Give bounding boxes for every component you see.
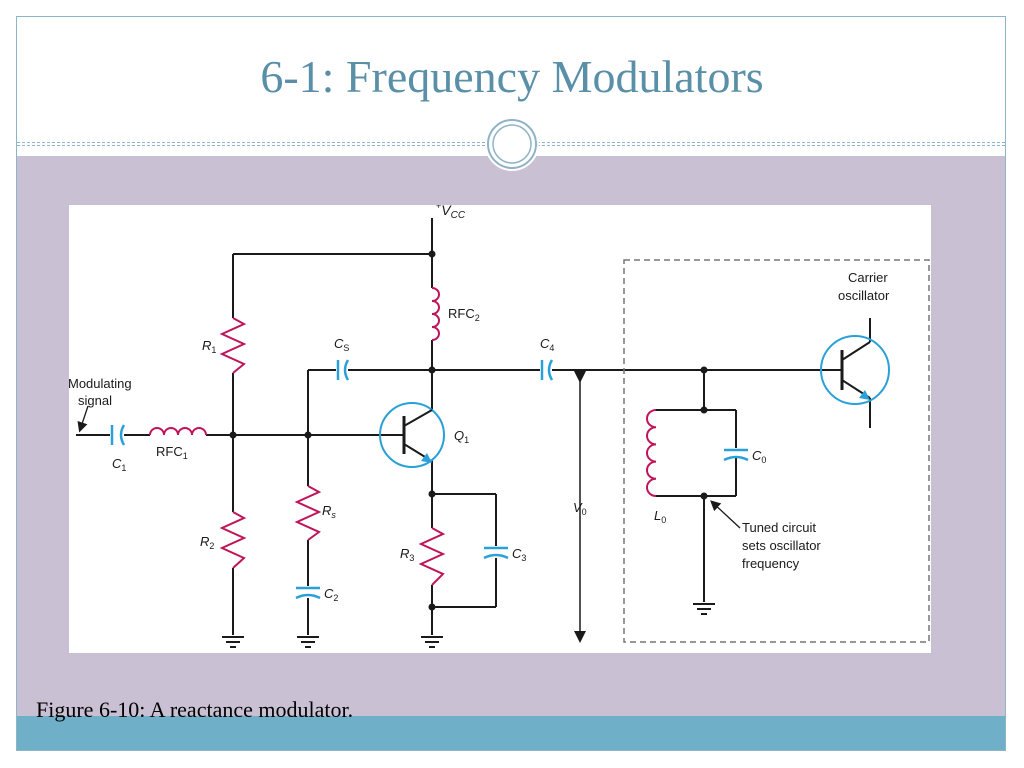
rfc2-inductor (431, 287, 440, 341)
tuned-circuit-label-3: frequency (742, 556, 800, 571)
grounds (222, 603, 715, 648)
v0-label: V0 (573, 500, 587, 517)
ground-r3 (421, 636, 443, 648)
carrier-oscillator-label: Carrier (848, 270, 888, 285)
rfc2-label: RFC2 (448, 306, 480, 323)
wires (76, 218, 871, 635)
r2-resistor (219, 511, 247, 569)
l0-label: L0 (654, 508, 666, 525)
ground-tank (693, 603, 715, 615)
modulating-signal-label: Modulating (69, 376, 132, 391)
ground-c2 (297, 636, 319, 648)
cs-label: CS (334, 336, 349, 353)
q1-label: Q1 (454, 428, 469, 445)
reactance-modulator-schematic: +VCC Modulating signal C1 RFC1 R1 R2 CS … (68, 201, 930, 648)
rs-label: Rs (322, 503, 336, 520)
figure-caption: Figure 6-10: A reactance modulator. (36, 697, 354, 722)
oscillator-dashed-box (623, 259, 930, 643)
rs-resistor (294, 485, 322, 541)
c4-label: C4 (540, 336, 554, 353)
junction-dots (229, 250, 708, 611)
tuned-circuit-label: Tuned circuit (742, 520, 816, 535)
carrier-oscillator-transistor (820, 335, 890, 405)
input-pointer-arrow (77, 405, 89, 433)
r3-label: R3 (400, 546, 414, 563)
rfc1-label: RFC1 (156, 444, 188, 461)
l0-inductor (646, 409, 657, 497)
q1-transistor (379, 402, 445, 468)
c0-label: C0 (752, 448, 766, 465)
slide-title: 6-1: Frequency Modulators (260, 51, 764, 102)
c3-label: C3 (512, 546, 526, 563)
rfc1-inductor (149, 427, 207, 436)
ground-r2 (222, 636, 244, 648)
c4-capacitor (540, 359, 554, 381)
modulating-signal-label-2: signal (78, 393, 112, 408)
r1-label: R1 (202, 338, 216, 355)
title-ornament (485, 117, 539, 171)
resistors (219, 317, 446, 586)
c3-capacitor (483, 546, 509, 560)
vcc-label: +VCC (436, 205, 466, 221)
inductors (149, 287, 657, 497)
c0-capacitor (723, 448, 749, 462)
r2-label: R2 (200, 534, 214, 551)
tuned-pointer-arrow (710, 500, 741, 529)
c1-label: C1 (112, 456, 126, 473)
tuned-circuit-label-2: sets oscillator (742, 538, 821, 553)
circuit-diagram-panel: +VCC Modulating signal C1 RFC1 R1 R2 CS … (68, 201, 931, 653)
carrier-oscillator-label-2: oscillator (838, 288, 890, 303)
c2-capacitor (295, 586, 321, 600)
footer-bar (17, 716, 1005, 750)
r1-resistor (219, 317, 247, 374)
c1-capacitor (110, 424, 126, 446)
r3-resistor (418, 527, 446, 586)
cs-capacitor (336, 359, 350, 381)
capacitors (110, 359, 749, 600)
c2-label: C2 (324, 586, 338, 603)
